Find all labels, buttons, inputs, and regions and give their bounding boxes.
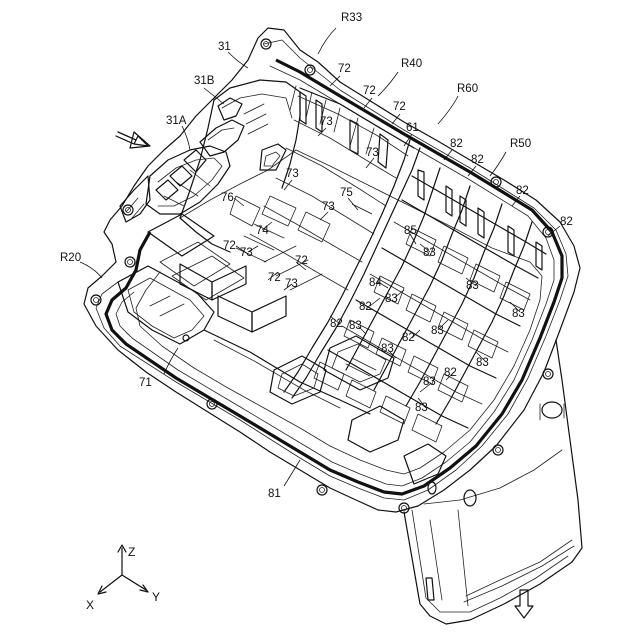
- label-75: 75: [340, 187, 353, 199]
- label-72: 72: [338, 63, 351, 75]
- reference-labels: R33 31 72 R40 72 72 R60 31B 31A 73 61 82…: [60, 12, 573, 500]
- label-83: 83: [476, 357, 489, 369]
- inlet-31: [120, 98, 268, 222]
- label-82: 82: [560, 216, 573, 228]
- label-71: 71: [139, 377, 152, 389]
- label-73: 73: [320, 116, 333, 128]
- label-83: 83: [512, 308, 525, 320]
- label-83: 83: [349, 320, 362, 332]
- label-82: 82: [471, 154, 484, 166]
- label-31B: 31B: [194, 75, 215, 87]
- label-R40: R40: [401, 58, 422, 70]
- label-82: 82: [444, 367, 457, 379]
- label-83: 83: [466, 280, 479, 292]
- label-61: 61: [406, 122, 419, 134]
- label-73: 73: [240, 247, 253, 259]
- coordinate-axes: [98, 545, 148, 594]
- outflow-arrow-icon: [515, 590, 533, 618]
- leader-lines: [80, 28, 560, 486]
- label-83: 83: [423, 247, 436, 259]
- label-R20: R20: [60, 252, 81, 264]
- label-84: 84: [369, 277, 382, 289]
- label-82: 82: [450, 138, 463, 150]
- axis-z-label: Z: [128, 545, 135, 559]
- axis-x-label: X: [86, 598, 94, 612]
- label-R33: R33: [341, 12, 362, 24]
- label-73: 73: [322, 201, 335, 213]
- label-83: 83: [431, 325, 444, 337]
- housing-interior: [118, 80, 542, 474]
- label-82: 82: [516, 185, 529, 197]
- label-83: 83: [381, 343, 394, 355]
- label-72: 72: [363, 85, 376, 97]
- label-R50: R50: [510, 138, 531, 150]
- label-72: 72: [393, 101, 406, 113]
- label-31A: 31A: [166, 115, 187, 127]
- label-72: 72: [295, 255, 308, 267]
- label-81: 81: [268, 488, 281, 500]
- label-82: 82: [330, 318, 343, 330]
- label-82: 82: [359, 301, 372, 313]
- label-83: 83: [423, 376, 436, 388]
- label-76: 76: [221, 192, 234, 204]
- label-73: 73: [285, 278, 298, 290]
- label-83: 83: [415, 402, 428, 414]
- axis-labels: Z X Y: [86, 545, 160, 612]
- label-31: 31: [218, 41, 231, 53]
- axis-y-label: Y: [152, 590, 160, 604]
- label-85: 85: [404, 225, 417, 237]
- inflow-arrow-icon: [116, 132, 150, 148]
- label-82: 82: [402, 332, 415, 344]
- label-73: 73: [366, 147, 379, 159]
- label-R60: R60: [457, 83, 478, 95]
- label-72: 72: [223, 240, 236, 252]
- label-73: 73: [286, 168, 299, 180]
- label-72: 72: [268, 272, 281, 284]
- cell-bays: [270, 168, 546, 484]
- label-74: 74: [256, 225, 269, 237]
- label-83: 83: [385, 293, 398, 305]
